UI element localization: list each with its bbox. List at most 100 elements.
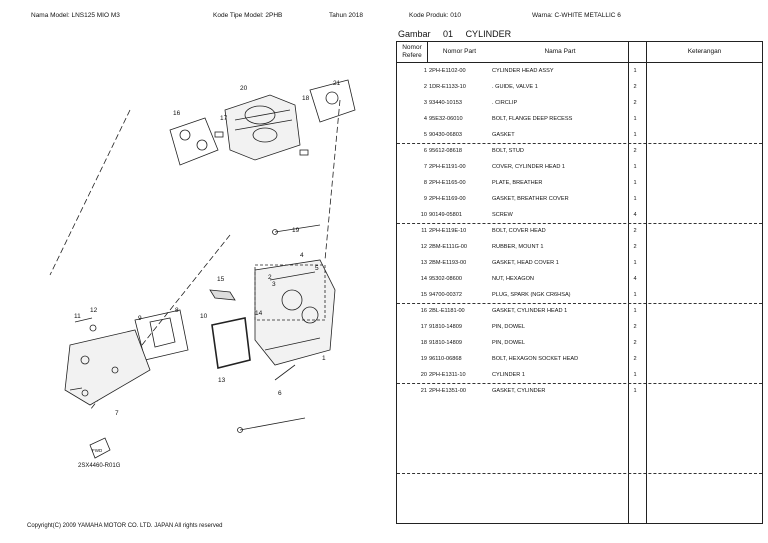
ref-number: 15 — [420, 292, 427, 298]
ref-number: 21 — [420, 388, 427, 394]
diagram-code: 2SX4460-R01G — [78, 463, 121, 469]
part-number: 2PH-E1311-10 — [429, 372, 466, 378]
part-number: 2PH-E1102-00 — [429, 68, 466, 74]
fwd-label: FWD — [92, 448, 103, 453]
ref-number: 11 — [421, 228, 427, 234]
callout-10: 10 — [200, 313, 208, 320]
part-name: GASKET, HEAD COVER 1 — [492, 260, 559, 266]
ref-number: 9 — [423, 196, 427, 202]
callout-2: 2 — [268, 274, 272, 281]
part-name: PIN, DOWEL — [492, 340, 525, 346]
part-name: GASKET, BREATHER COVER — [492, 196, 569, 202]
part-name: PLUG, SPARK (NGK CR6HSA) — [492, 292, 571, 298]
callout-1: 1 — [322, 355, 326, 362]
col-divider — [628, 42, 629, 523]
quantity: 1 — [633, 116, 637, 122]
quantity: 1 — [633, 292, 637, 298]
part-name: NUT, HEXAGON — [492, 276, 534, 282]
callout-7: 7 — [115, 410, 119, 417]
quantity: 1 — [633, 260, 637, 266]
quantity: 2 — [633, 148, 637, 154]
color-label: Warna: C-WHITE METALLIC 6 — [532, 12, 621, 19]
model-type-value: 2PHB — [265, 12, 283, 19]
ref-number: 12 — [420, 244, 427, 250]
exploded-diagram: 1 2 3 4 5 6 7 8 9 10 11 12 13 14 15 16 1… — [49, 79, 356, 459]
model-name-label: Nama Model: LNS125 MIO M3 — [31, 12, 120, 19]
quantity: 1 — [633, 196, 637, 202]
ref-number: 6 — [423, 148, 427, 154]
ref-number: 3 — [423, 100, 427, 106]
figure-label: Gambar — [398, 29, 431, 39]
ref-number: 8 — [423, 180, 427, 186]
callout-18: 18 — [302, 95, 310, 102]
year-value: 2018 — [348, 12, 363, 19]
col-note-header: Keterangan — [687, 48, 722, 55]
quantity: 4 — [633, 276, 637, 282]
part-name: BOLT, FLANGE DEEP RECESS — [492, 116, 573, 122]
copyright: Copyright(C) 2009 YAMAHA MOTOR CO. LTD. … — [27, 523, 223, 529]
col-divider — [646, 42, 647, 523]
col-part-header: Nomor Part — [442, 48, 477, 55]
quantity: 1 — [633, 372, 637, 378]
quantity: 2 — [633, 228, 637, 234]
part-number: 2PH-E1165-00 — [429, 180, 466, 186]
part-name: CYLINDER HEAD ASSY — [492, 68, 554, 74]
model-type-label: Kode Tipe Model: 2PHB — [213, 12, 283, 19]
group-divider — [397, 383, 762, 384]
group-divider — [397, 143, 762, 144]
part-name: SCREW — [492, 212, 513, 218]
color-value: C-WHITE METALLIC 6 — [554, 12, 621, 19]
callout-9: 9 — [138, 315, 142, 322]
ref-number: 14 — [420, 276, 427, 282]
part-name: RUBBER, MOUNT 1 — [492, 244, 544, 250]
quantity: 4 — [633, 212, 637, 218]
part-number: 96110-06868 — [429, 356, 462, 362]
col-name-header: Nama Part — [544, 48, 576, 55]
callout-8: 8 — [175, 307, 179, 314]
callout-15: 15 — [217, 276, 225, 283]
part-number: 95612-08618 — [429, 148, 462, 154]
part-name: BOLT, STUD — [492, 148, 524, 154]
ref-number: 16 — [420, 308, 427, 314]
table-header: Nomor Refere Nomor Part Nama Part Ketera… — [397, 42, 762, 63]
part-number: 2PH-E119E-10 — [429, 228, 467, 234]
part-number: 2BM-E111G-00 — [429, 244, 468, 250]
part-number: 91810-14809 — [429, 340, 462, 346]
part-number: 95302-08600 — [429, 276, 462, 282]
part-name: PIN, DOWEL — [492, 324, 525, 330]
callout-21: 21 — [333, 80, 341, 87]
ref-number: 17 — [420, 324, 427, 330]
year-label: Tahun 2018 — [329, 12, 363, 19]
part-number: 91810-14809 — [429, 324, 462, 330]
callout-12: 12 — [90, 307, 98, 314]
part-number: 90149-05801 — [429, 212, 462, 218]
figure-number: 01 — [443, 29, 454, 39]
model-name-value: LNS125 MIO M3 — [71, 12, 120, 19]
callout-13: 13 — [218, 377, 226, 384]
quantity: 1 — [633, 132, 637, 138]
ref-number: 19 — [420, 356, 427, 362]
part-number: 95E32-06010 — [429, 116, 463, 122]
ref-number: 5 — [423, 132, 427, 138]
quantity: 2 — [633, 84, 637, 90]
ref-number: 2 — [423, 84, 427, 90]
figure-name: CYLINDER — [465, 29, 512, 39]
